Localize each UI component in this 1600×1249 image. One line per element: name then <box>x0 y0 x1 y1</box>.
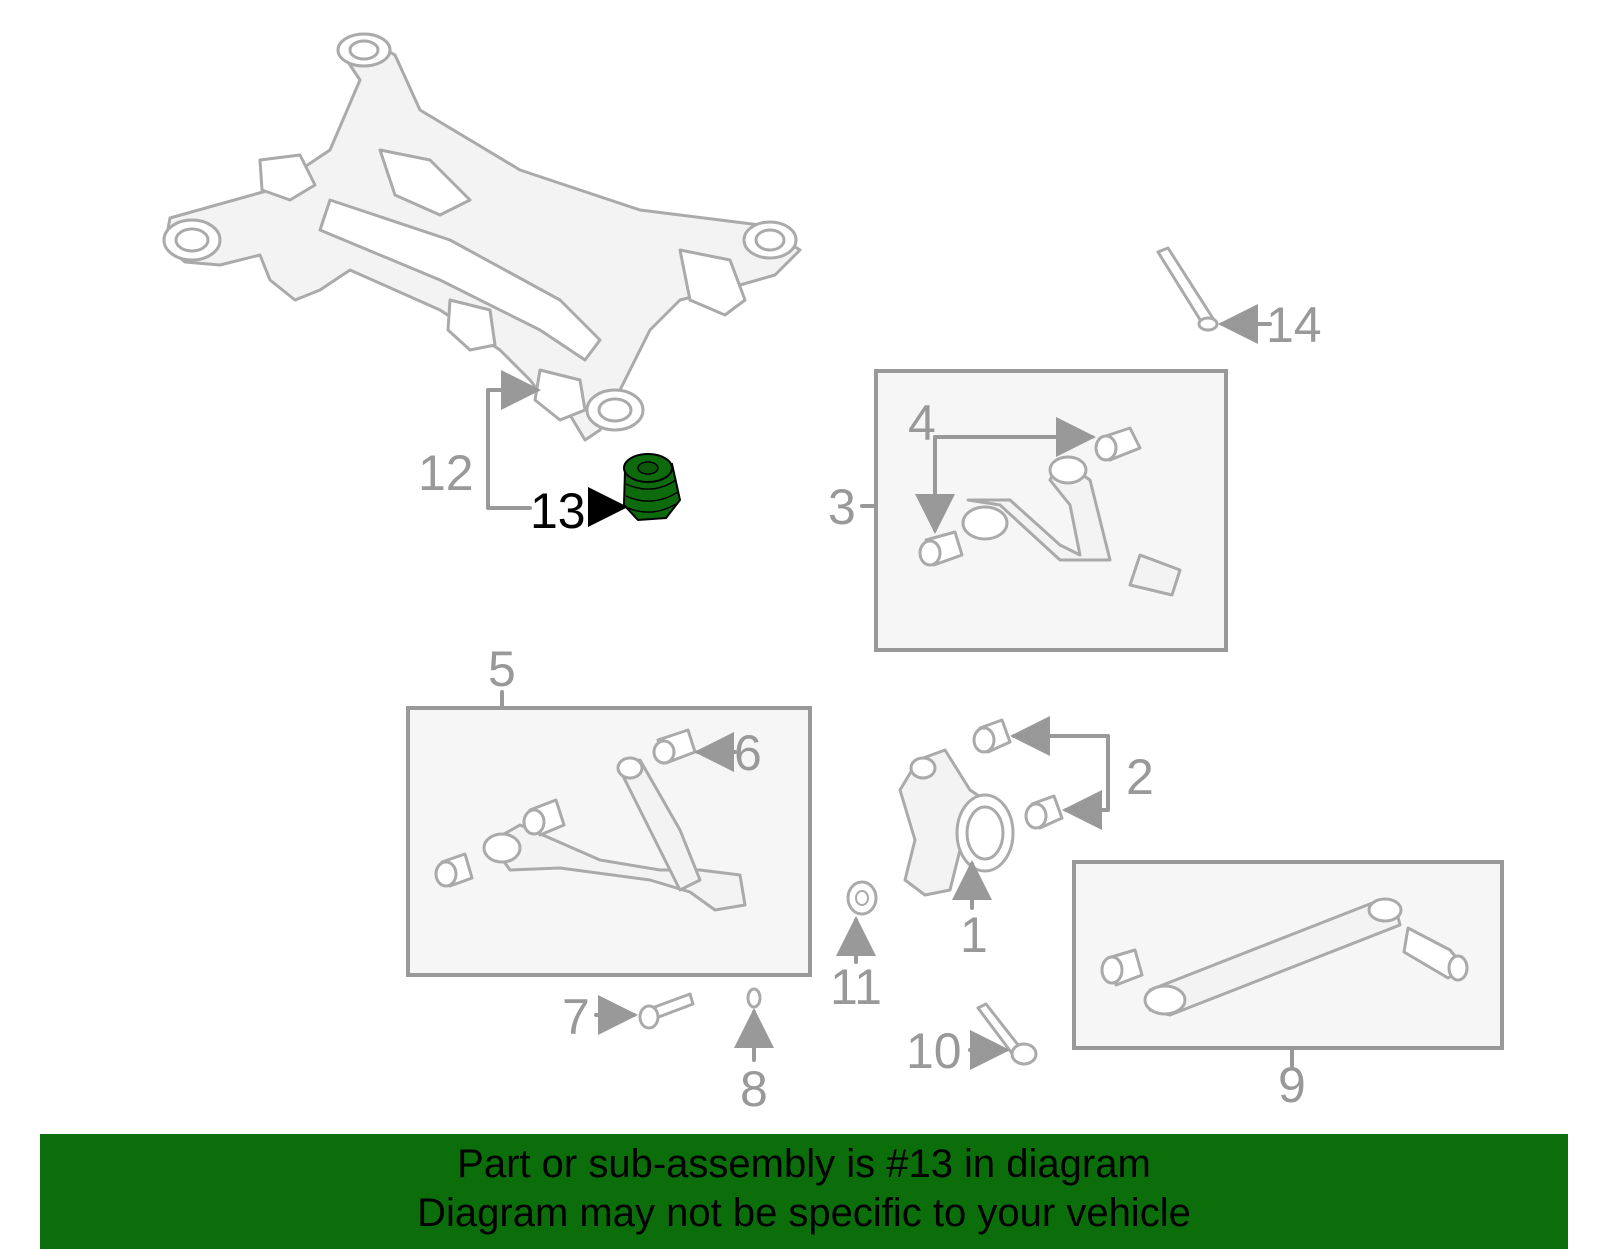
part-2-bushing-a <box>972 718 1012 754</box>
part-9-bushing <box>1100 948 1144 987</box>
part-4-bushing-b <box>918 530 964 567</box>
box-part-5 <box>406 706 812 977</box>
callout-3: 3 <box>828 479 856 535</box>
info-banner: Part or sub-assembly is #13 in diagram D… <box>40 1134 1568 1249</box>
part-7-bolt <box>638 992 695 1030</box>
callout-10: 10 <box>906 1023 962 1079</box>
part-14-bolt <box>1156 246 1219 332</box>
callout-11: 11 <box>830 959 882 1015</box>
subframe-crossmember <box>162 32 802 442</box>
part-9-bolt-sleeve <box>1402 926 1469 982</box>
callout-2: 2 <box>1126 749 1154 805</box>
part-10-bolt <box>976 1002 1038 1066</box>
callout-4: 4 <box>908 395 936 451</box>
part-5-lower-arm <box>482 756 747 912</box>
part-1-knuckle <box>898 748 1015 897</box>
part-8-washer <box>746 987 762 1009</box>
callout-8: 8 <box>740 1061 768 1117</box>
callout-9: 9 <box>1278 1057 1306 1113</box>
part-2-bushing-b <box>1024 794 1064 830</box>
callout-7: 7 <box>562 989 590 1045</box>
part-3-upper-arm <box>961 455 1182 597</box>
part-4-bushing-a <box>1094 426 1142 462</box>
callout-13: 13 <box>530 483 586 539</box>
callout-5: 5 <box>488 641 516 697</box>
callout-6: 6 <box>734 725 762 781</box>
part-11-washer <box>846 880 878 916</box>
banner-line-1: Part or sub-assembly is #13 in diagram <box>457 1142 1151 1186</box>
part-5-bushing-a <box>522 798 566 837</box>
callout-12: 12 <box>418 445 474 501</box>
part-5-bushing-b <box>434 852 474 888</box>
banner-line-2: Diagram may not be specific to your vehi… <box>417 1191 1191 1235</box>
callout-1: 1 <box>960 907 988 963</box>
part-13-bushing <box>622 453 682 522</box>
part-9-link <box>1143 897 1403 1017</box>
callout-14: 14 <box>1266 297 1322 353</box>
leader-lines <box>486 304 1294 1070</box>
